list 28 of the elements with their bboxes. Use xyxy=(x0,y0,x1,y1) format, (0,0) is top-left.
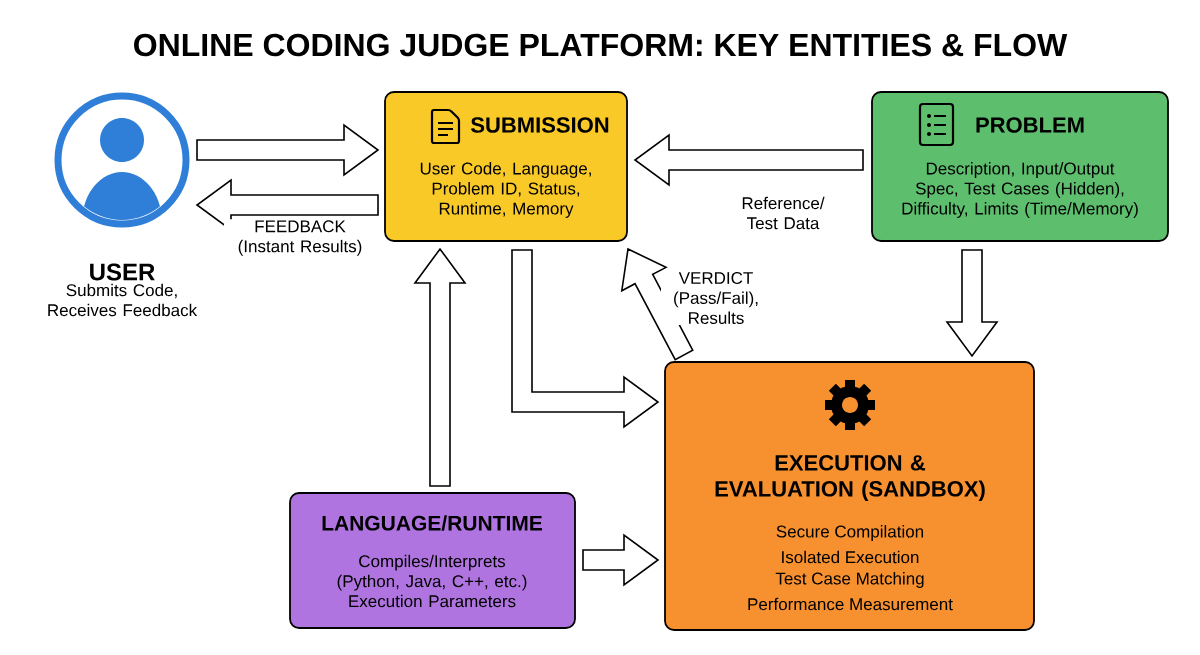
user-node xyxy=(48,92,198,317)
process-box xyxy=(664,361,1035,631)
edge-label: FEEDBACK (Instant Results) xyxy=(224,219,376,257)
block-arrow xyxy=(582,533,660,587)
description: Submits Code, Receives Feedback xyxy=(48,283,198,317)
process-box xyxy=(871,91,1169,242)
block-arrow xyxy=(511,249,660,429)
block-arrow xyxy=(413,247,467,487)
box-body: Description, Input/Output Spec, Test Cases (Hidden), Difficulty, Limits (Time/Memory) xyxy=(902,162,1138,218)
box-title: SUBMISSION xyxy=(470,117,609,133)
list-item: Isolated Execution xyxy=(782,550,919,564)
process-box xyxy=(384,91,628,242)
box-body: User Code, Language, Problem ID, Status, Runtime, Memory xyxy=(420,162,591,218)
title-text: USER xyxy=(90,263,155,281)
box-title: PROBLEM xyxy=(976,117,1084,133)
process-box xyxy=(289,492,576,629)
title: ONLINE CODING JUDGE PLATFORM: KEY ENTITIES & FLOW xyxy=(134,33,1068,57)
block-arrow xyxy=(945,249,999,358)
list-item: Test Case Matching xyxy=(775,572,924,588)
list-item: Secure Compilation xyxy=(776,525,924,541)
edge-label: VERDICT (Pass/Fail), Results xyxy=(661,271,771,325)
box-body: Compiles/Interprets (Python, Java, C++, etc.) Execution Parameters xyxy=(337,554,527,608)
list-item: Performance Measurement xyxy=(748,597,953,611)
box-title: LANGUAGE/RUNTIME xyxy=(322,515,542,531)
edge-label: Reference/ Test Data xyxy=(732,195,834,231)
block-arrow xyxy=(196,123,380,177)
box-title: EXECUTION & EVALUATION (SANDBOX) xyxy=(715,455,985,501)
block-arrow xyxy=(633,133,864,187)
